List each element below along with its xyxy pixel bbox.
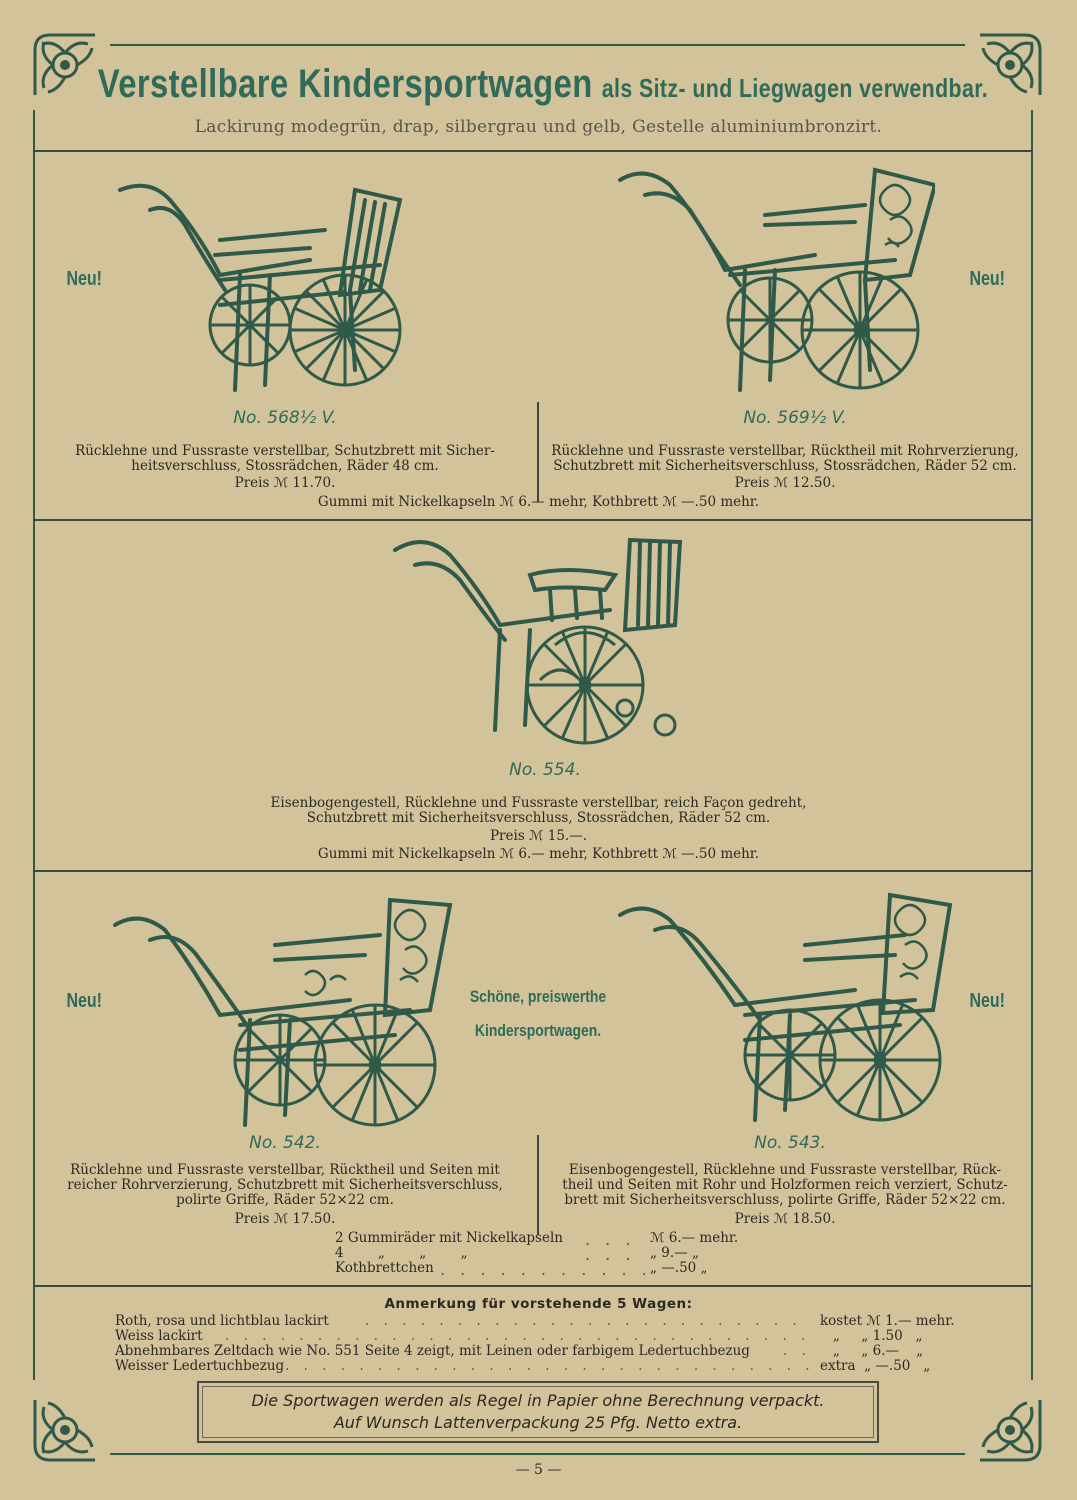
anmerkung-label: Roth, rosa und lichtblau lackirt <box>115 1313 329 1329</box>
anmerkung-row: Weiss lackirt . . . . . . . . . . . . . … <box>115 1328 965 1344</box>
description-568-line2: heitsverschluss, Stossrädchen, Räder 48 … <box>131 458 439 474</box>
rule-top <box>33 150 1033 152</box>
frame-right <box>1031 110 1033 1380</box>
price-569: Preis ℳ 12.50. <box>734 475 836 491</box>
carriage-542-illustration <box>113 897 453 1127</box>
description-543-line1: Eisenbogengestell, Rücklehne und Fussras… <box>568 1162 1002 1178</box>
description-569-line1: Rücklehne und Fussraste verstellbar, Rüc… <box>551 443 1019 459</box>
anmerkung-leader: . . . . . . . . . . . . . . . . . . . . … <box>365 1313 810 1329</box>
neu-badge: Neu! <box>66 990 103 1012</box>
option-row: Kothbrettchen <box>335 1260 434 1276</box>
anmerkung-row: Abnehmbares Zeltdach wie No. 551 Seite 4… <box>115 1343 965 1359</box>
mid-advert-line1: Schöne, preiswerthe <box>469 987 607 1006</box>
description-543-line2: theil und Seiten mit Rohr und Holzformen… <box>562 1177 1008 1193</box>
price-554: Preis ℳ 15.—. <box>489 828 588 844</box>
carriage-554-illustration <box>393 537 683 745</box>
option-price: „ 9.— „ <box>650 1245 699 1261</box>
rule-section-2 <box>33 870 1033 872</box>
model-number-568: No. 568½ V. <box>233 408 337 428</box>
option-leader: . . . . . . . . . . . . . . . . . . . . … <box>440 1260 645 1279</box>
corner-ornament-top-left-icon <box>33 33 95 95</box>
anmerkung-price: kostet ℳ 1.— mehr. <box>820 1313 955 1329</box>
carriage-543-illustration <box>618 892 953 1122</box>
frame-left <box>33 110 35 1380</box>
anmerkung-price: extra „ —.50 „ <box>820 1358 931 1374</box>
subtitle: Lackirung modegrün, drap, silbergrau und… <box>194 117 883 137</box>
description-543-line3: brett mit Sicherheitsverschluss, polirte… <box>564 1192 1006 1208</box>
option-label: Kothbrettchen <box>335 1260 434 1276</box>
neu-badge: Neu! <box>969 990 1006 1012</box>
price-543: Preis ℳ 18.50. <box>734 1211 836 1227</box>
carriage-568-illustration <box>118 183 403 392</box>
packaging-note: Die Sportwagen werden als Regel in Papie… <box>197 1381 879 1443</box>
description-542-line2: reicher Rohrverzierung, Schutzbrett mit … <box>67 1177 503 1193</box>
packaging-note-line1: Die Sportwagen werden als Regel in Papie… <box>251 1391 825 1410</box>
anmerkung-label: Abnehmbares Zeltdach wie No. 551 Seite 4… <box>115 1343 750 1359</box>
option-leader: . . . . . . . <box>585 1230 645 1249</box>
title-rest: als Sitz- und Liegwagen verwendbar. <box>601 73 989 103</box>
option-leader: . . . . . . . <box>585 1245 645 1264</box>
description-568-line1: Rücklehne und Fussraste verstellbar, Sch… <box>75 443 495 459</box>
model-number-542: No. 542. <box>249 1133 321 1153</box>
anmerkung-leader: . . . . . . . . . . . . . . . . . . . . … <box>225 1328 810 1344</box>
description-542-line1: Rücklehne und Fussraste verstellbar, Rüc… <box>70 1162 500 1178</box>
corner-ornament-bottom-right-icon <box>980 1400 1042 1462</box>
divider-bottom <box>537 1135 539 1235</box>
anmerkung-leader: . . <box>783 1343 811 1359</box>
extras-mid: Gummi mit Nickelkapseln ℳ 6.— mehr, Koth… <box>317 846 760 862</box>
neu-badge: Neu! <box>66 268 103 290</box>
option-price: „ —.50 „ <box>650 1260 708 1276</box>
description-554-line2: Schutzbrett mit Sicherheitsverschluss, S… <box>306 810 771 826</box>
model-number-543: No. 543. <box>754 1133 826 1153</box>
anmerkung-price: „ „ 1.50 „ <box>820 1328 923 1344</box>
packaging-note-line2: Auf Wunsch Lattenverpackung 25 Pfg. Nett… <box>333 1413 743 1432</box>
option-label: 2 Gummiräder mit Nickelkapseln <box>335 1230 563 1246</box>
corner-ornament-top-right-icon <box>980 33 1042 95</box>
frame-bottom <box>110 1453 965 1455</box>
title-main: Verstellbare Kindersportwagen <box>97 62 593 106</box>
option-price: ℳ 6.— mehr. <box>650 1230 739 1246</box>
description-542-line3: polirte Griffe, Räder 52×22 cm. <box>176 1192 394 1208</box>
option-row: 4 „ „ „ <box>335 1245 468 1261</box>
anmerkung-label: Weisser Ledertuchbezug <box>115 1358 285 1374</box>
model-number-569: No. 569½ V. <box>743 408 847 428</box>
neu-badge: Neu! <box>969 268 1006 290</box>
frame-top <box>110 44 965 46</box>
price-542: Preis ℳ 17.50. <box>234 1211 336 1227</box>
anmerkung-label: Weiss lackirt <box>115 1328 203 1344</box>
description-554-line1: Eisenbogengestell, Rücklehne und Fussras… <box>270 795 807 811</box>
extras-top: Gummi mit Nickelkapseln ℳ 6.— mehr, Koth… <box>317 494 760 510</box>
anmerkung-row: Weisser Ledertuchbezug . . . . . . . . .… <box>115 1358 965 1374</box>
mid-advert: Schöne, preiswerthe Kindersportwagen. <box>448 980 628 1048</box>
rule-section-1 <box>33 519 1033 521</box>
anmerkung-row: Roth, rosa und lichtblau lackirt . . . .… <box>115 1313 965 1329</box>
mid-advert-line2: Kindersportwagen. <box>474 1021 602 1040</box>
model-number-554: No. 554. <box>509 760 581 780</box>
page-number: — 5 — <box>515 1462 562 1478</box>
price-568: Preis ℳ 11.70. <box>234 475 336 491</box>
divider-top <box>537 402 539 502</box>
anmerkung-leader: . . . . . . . . . . . . . . . . . . . . … <box>285 1358 810 1374</box>
page-title: Verstellbare Kindersportwagen als Sitz- … <box>0 62 1077 107</box>
anmerkung-title: Anmerkung für vorstehende 5 Wagen: <box>384 1296 693 1312</box>
option-label: 4 „ „ „ <box>335 1245 468 1261</box>
option-row: 2 Gummiräder mit Nickelkapseln <box>335 1230 563 1246</box>
corner-ornament-bottom-left-icon <box>33 1400 95 1462</box>
description-569-line2: Schutzbrett mit Sicherheitsverschluss, S… <box>553 458 1017 474</box>
anmerkung-price: „ „ 6.— „ <box>820 1343 924 1359</box>
carriage-569-illustration <box>618 167 935 392</box>
rule-section-3 <box>33 1285 1033 1287</box>
